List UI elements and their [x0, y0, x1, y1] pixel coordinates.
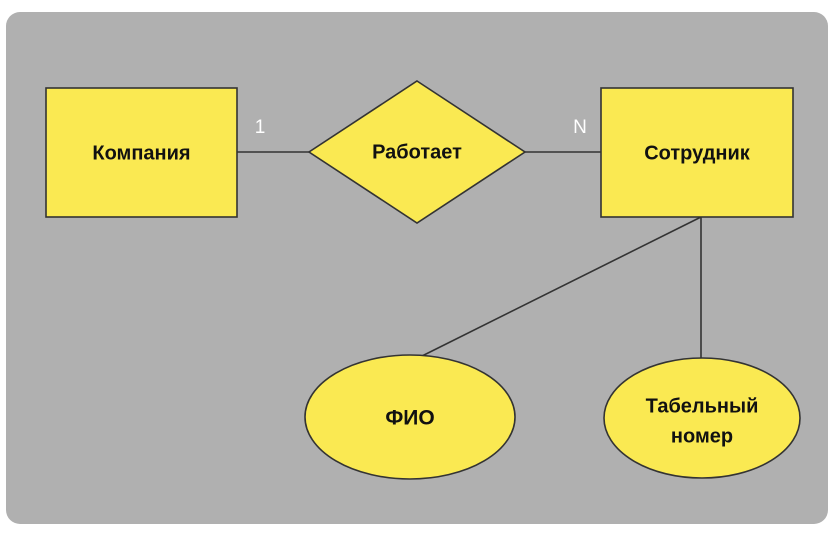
- relationship-works[interactable]: Работает: [307, 80, 527, 224]
- entity-company-label: Компания: [92, 142, 190, 164]
- entity-company-box: [45, 87, 238, 218]
- attribute-personnel-number[interactable]: Табельный номер: [603, 357, 801, 479]
- entity-employee[interactable]: Сотрудник: [600, 87, 794, 218]
- entity-employee-box: [600, 87, 794, 218]
- attribute-personnel-number-ellipse: [603, 357, 801, 479]
- attribute-full-name-label: ФИО: [385, 407, 434, 430]
- connector-layer: [237, 151, 702, 360]
- cardinality-company-side: 1: [255, 117, 266, 138]
- attribute-full-name[interactable]: ФИО: [304, 354, 516, 480]
- relationship-works-diamond: [307, 80, 527, 224]
- attribute-personnel-number-label-line2: номер: [671, 425, 733, 447]
- relationship-works-label: Работает: [372, 141, 462, 163]
- connector-employee-to-full-name: [419, 216, 702, 358]
- cardinality-employee-side: N: [573, 117, 587, 138]
- attribute-personnel-number-label-line1: Табельный: [646, 395, 759, 417]
- entity-company[interactable]: Компания: [45, 87, 238, 218]
- attribute-full-name-ellipse: [304, 354, 516, 480]
- entity-employee-label: Сотрудник: [644, 142, 751, 164]
